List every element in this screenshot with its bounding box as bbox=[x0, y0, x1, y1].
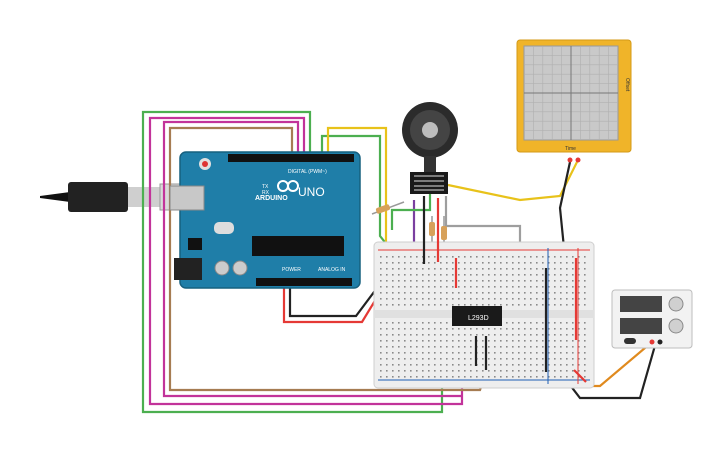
tx-label: TX bbox=[262, 184, 269, 190]
digital-header bbox=[228, 154, 354, 162]
l293d-chip[interactable] bbox=[452, 306, 502, 326]
psu-terminal-pos[interactable] bbox=[649, 339, 655, 345]
psu-knob-voltage[interactable] bbox=[668, 296, 684, 312]
motor-neck bbox=[424, 156, 436, 172]
atmega-chip bbox=[252, 236, 344, 256]
dc-motor[interactable] bbox=[402, 102, 458, 194]
power-label: POWER bbox=[282, 267, 301, 273]
scope-probe-label: Time bbox=[565, 146, 576, 152]
reset-button-cap bbox=[202, 161, 208, 167]
resistor-2[interactable] bbox=[429, 216, 435, 246]
psu-display-current bbox=[620, 318, 662, 334]
chip-label: L293D bbox=[468, 315, 489, 322]
motor-shaft bbox=[422, 122, 438, 138]
psu-knob-current[interactable] bbox=[668, 318, 684, 334]
usb-plug bbox=[68, 182, 128, 212]
psu-terminal-neg[interactable] bbox=[657, 339, 663, 345]
rx-label: RX bbox=[262, 190, 270, 196]
wire-magenta-inner bbox=[162, 120, 462, 398]
crystal bbox=[214, 222, 234, 234]
wire-red-chip bbox=[573, 369, 587, 383]
breadboard[interactable]: L293D bbox=[373, 241, 595, 389]
infinity-logo-icon bbox=[277, 180, 299, 192]
capacitor-2 bbox=[232, 260, 248, 276]
wire-green-enc2 bbox=[390, 192, 432, 230]
arduino-model-text: UNO bbox=[298, 185, 325, 199]
scope-probe-neg[interactable] bbox=[567, 157, 573, 163]
digital-label: DIGITAL (PWM~) bbox=[288, 169, 327, 175]
analog-label: ANALOG IN bbox=[318, 267, 346, 273]
wire-group-short bbox=[422, 196, 587, 383]
capacitor-1 bbox=[214, 260, 230, 276]
psu-power-switch[interactable] bbox=[624, 338, 636, 344]
scope-side-label: Offset bbox=[624, 78, 630, 92]
oscilloscope[interactable]: Offset Time bbox=[516, 39, 632, 163]
arduino-uno[interactable]: ARDUINO UNO DIGITAL (PWM~) POWER ANALOG … bbox=[169, 151, 361, 289]
wire-black-scope bbox=[558, 161, 572, 259]
resistor-3[interactable] bbox=[441, 216, 447, 246]
regulator bbox=[188, 238, 202, 250]
power-supply[interactable] bbox=[611, 289, 693, 349]
resistor-1[interactable] bbox=[371, 201, 405, 215]
usb-connector bbox=[128, 187, 168, 207]
psu-display-voltage bbox=[620, 296, 662, 312]
usb-cable[interactable] bbox=[40, 182, 183, 212]
power-analog-header bbox=[256, 278, 352, 286]
usb-port bbox=[169, 185, 205, 211]
wire-yellow-scope bbox=[447, 161, 578, 202]
arduino-logo-text: ARDUINO bbox=[255, 195, 288, 202]
scope-probe-pos[interactable] bbox=[575, 157, 581, 163]
power-jack bbox=[174, 258, 202, 280]
encoder-connector bbox=[410, 172, 448, 194]
